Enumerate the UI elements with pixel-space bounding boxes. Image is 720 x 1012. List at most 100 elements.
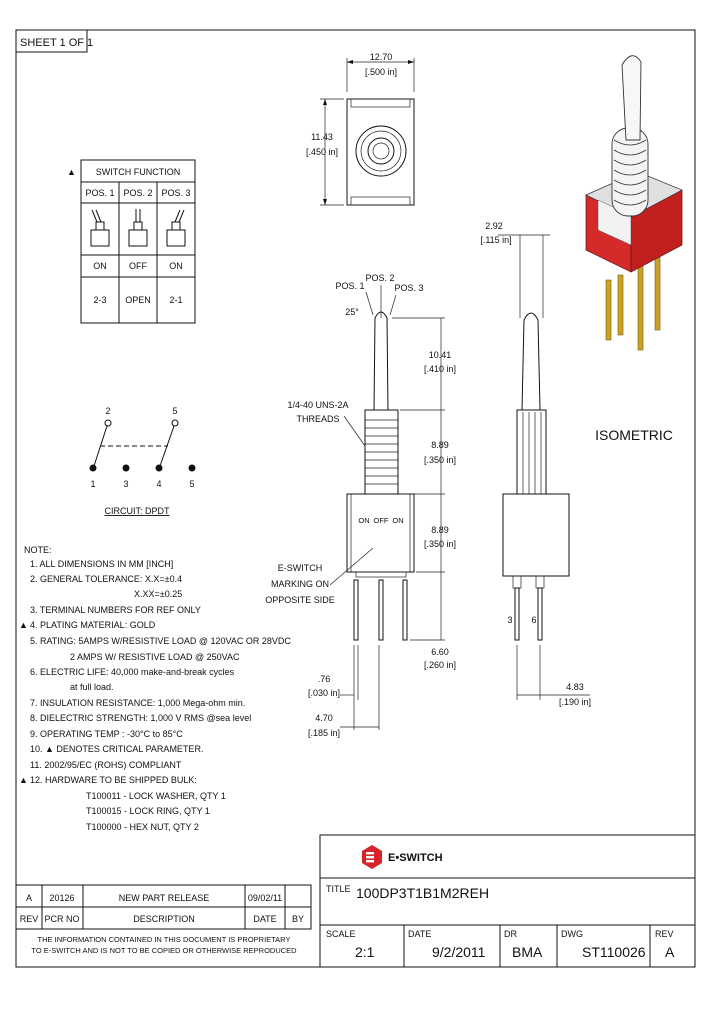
front-view: POS. 2 POS. 1 POS. 3 25° 1/4-40 UNS-2A T… xyxy=(265,273,456,738)
toggle-left-icon xyxy=(90,209,110,247)
note-11: 11. 2002/95/EC (ROHS) COMPLIANT xyxy=(30,760,182,770)
conn-pos3: 2-1 xyxy=(169,295,182,305)
isometric-label: ISOMETRIC xyxy=(595,427,673,443)
pin-mm: 6.60 xyxy=(431,647,449,657)
dr-label: DR xyxy=(504,929,517,939)
side-pin-6: 6 xyxy=(531,615,536,625)
pin-label-4: 4 xyxy=(156,479,161,489)
lever-mm: 10.41 xyxy=(429,350,452,360)
top-height-in: [.450 in] xyxy=(306,147,338,157)
description-value: NEW PART RELEASE xyxy=(119,893,210,903)
note-6: 6. ELECTRIC LIFE: 40,000 make-and-break … xyxy=(30,667,235,677)
body-in: [.350 in] xyxy=(424,539,456,549)
sheet-label: SHEET 1 OF 1 xyxy=(20,37,93,49)
revision-table: A 20126 NEW PART RELEASE 09/02/11 REV PC… xyxy=(15,884,312,955)
note-12c: T100000 - HEX NUT, QTY 2 xyxy=(86,822,199,832)
marking-line3: OPPOSITE SIDE xyxy=(265,595,335,605)
critical-triangle-icon: ▲ xyxy=(67,167,76,177)
note-4: 4. PLATING MATERIAL: GOLD xyxy=(30,620,156,630)
body-mark-off: OFF xyxy=(374,516,389,525)
note-8: 8. DIELECTRIC STRENGTH: 1,000 V RMS @sea… xyxy=(30,713,251,723)
date-label: DATE xyxy=(408,929,431,939)
sheet-label-box xyxy=(15,29,88,53)
rev-value: A xyxy=(26,893,32,903)
marking-line1: E-SWITCH xyxy=(278,563,323,573)
dwg-value: ST110026 xyxy=(582,944,646,960)
isometric-view: ISOMETRIC xyxy=(585,55,683,443)
top-width-in: [.500 in] xyxy=(365,67,397,77)
conn-pos1: 2-3 xyxy=(93,295,106,305)
conn-pos2: OPEN xyxy=(125,295,151,305)
header-by: BY xyxy=(292,914,304,924)
marking-line2: MARKING ON xyxy=(271,579,329,589)
disclaimer-line1: THE INFORMATION CONTAINED IN THIS DOCUME… xyxy=(38,935,291,944)
body-mark-on-right: ON xyxy=(392,516,403,525)
note-10: 10. ▲ DENOTES CRITICAL PARAMETER. xyxy=(30,744,203,754)
title-label: TITLE xyxy=(326,884,351,894)
pos3-label: POS. 3 xyxy=(394,283,423,293)
note-5: 5. RATING: 5AMPS W/RESISTIVE LOAD @ 120V… xyxy=(30,636,291,646)
switch-function-title: SWITCH FUNCTION xyxy=(96,167,181,177)
note-2b: X.XX=±0.25 xyxy=(134,589,182,599)
scale-value: 2:1 xyxy=(355,944,375,960)
circuit-diagram: 2 5 1 3 4 5 CIRCUIT: DPDT xyxy=(89,406,196,516)
pin-label-2: 2 xyxy=(105,406,110,416)
note-12b: T100015 - LOCK RING, QTY 1 xyxy=(86,806,210,816)
state-pos3: ON xyxy=(169,261,183,271)
critical-triangle-icon: ▲ xyxy=(19,775,28,785)
spacing-mm: .76 xyxy=(318,674,331,684)
dr-value: BMA xyxy=(512,944,543,960)
header-description: DESCRIPTION xyxy=(133,914,195,924)
brand-logo: E•SWITCH xyxy=(362,845,443,869)
state-pos1: ON xyxy=(93,261,107,271)
top-view: 12.70 [.500 in] 11.43 [.450 in] xyxy=(306,52,415,206)
brand-name: E•SWITCH xyxy=(388,852,443,864)
header-pcr: PCR NO xyxy=(44,914,79,924)
note-1: 1. ALL DIMENSIONS IN MM [INCH] xyxy=(30,559,173,569)
title-value: 100DP3T1B1M2REH xyxy=(356,885,489,901)
depth-mm: 4.83 xyxy=(566,682,584,692)
notes-block: NOTE: 1. ALL DIMENSIONS IN MM [INCH] 2. … xyxy=(19,545,291,832)
note-3: 3. TERMINAL NUMBERS FOR REF ONLY xyxy=(30,605,201,615)
note-12a: T100011 - LOCK WASHER, QTY 1 xyxy=(86,791,226,801)
rev-value-title: A xyxy=(665,944,675,960)
pin-label-1: 1 xyxy=(90,479,95,489)
diameter-mm: 2.92 xyxy=(485,221,503,231)
pos1-label: POS. 1 xyxy=(335,281,364,291)
angle-label: 25° xyxy=(345,307,359,317)
pos2-label: POS. 2 xyxy=(365,273,394,283)
circuit-label: CIRCUIT: DPDT xyxy=(105,506,171,516)
pcr-value: 20126 xyxy=(49,893,74,903)
spacing-in: [.030 in] xyxy=(308,688,340,698)
pin-label-5-top: 5 xyxy=(172,406,177,416)
header-date: DATE xyxy=(253,914,276,924)
col-pos2: POS. 2 xyxy=(123,188,152,198)
pin-label-5-bottom: 5 xyxy=(189,479,194,489)
toggle-right-icon xyxy=(166,209,186,247)
body-mark-on-left: ON xyxy=(358,516,369,525)
lever-in: [.410 in] xyxy=(424,364,456,374)
rev-label-title: REV xyxy=(655,929,674,939)
col-pos1: POS. 1 xyxy=(85,188,114,198)
header-rev: REV xyxy=(20,914,39,924)
note-9: 9. OPERATING TEMP : -30°C to 85°C xyxy=(30,729,183,739)
threads-line1: 1/4-40 UNS-2A xyxy=(287,400,348,410)
critical-triangle-icon: ▲ xyxy=(19,620,28,630)
body-mm: 8.89 xyxy=(431,525,449,535)
title-block: E•SWITCH TITLE 100DP3T1B1M2REH SCALE 2:1… xyxy=(319,834,696,968)
threads-line2: THREADS xyxy=(296,414,339,424)
note-12: 12. HARDWARE TO BE SHIPPED BULK: xyxy=(30,775,197,785)
pin-in: [.260 in] xyxy=(424,660,456,670)
top-height-mm: 11.43 xyxy=(311,132,333,142)
disclaimer-line2: TO E-SWITCH AND IS NOT TO BE COPIED OR O… xyxy=(31,946,297,955)
state-pos2: OFF xyxy=(129,261,147,271)
notes-title: NOTE: xyxy=(24,545,52,555)
note-6b: at full load. xyxy=(70,682,114,692)
note-7: 7. INSULATION RESISTANCE: 1,000 Mega-ohm… xyxy=(30,698,245,708)
date-value: 09/02/11 xyxy=(248,893,282,903)
diameter-in: [.115 in] xyxy=(480,235,511,245)
side-view: 2.92 [.115 in] 3 6 4.83 [.190 in] xyxy=(480,221,591,707)
bushing-in: [.350 in] xyxy=(424,455,456,465)
side-pin-3: 3 xyxy=(507,615,512,625)
